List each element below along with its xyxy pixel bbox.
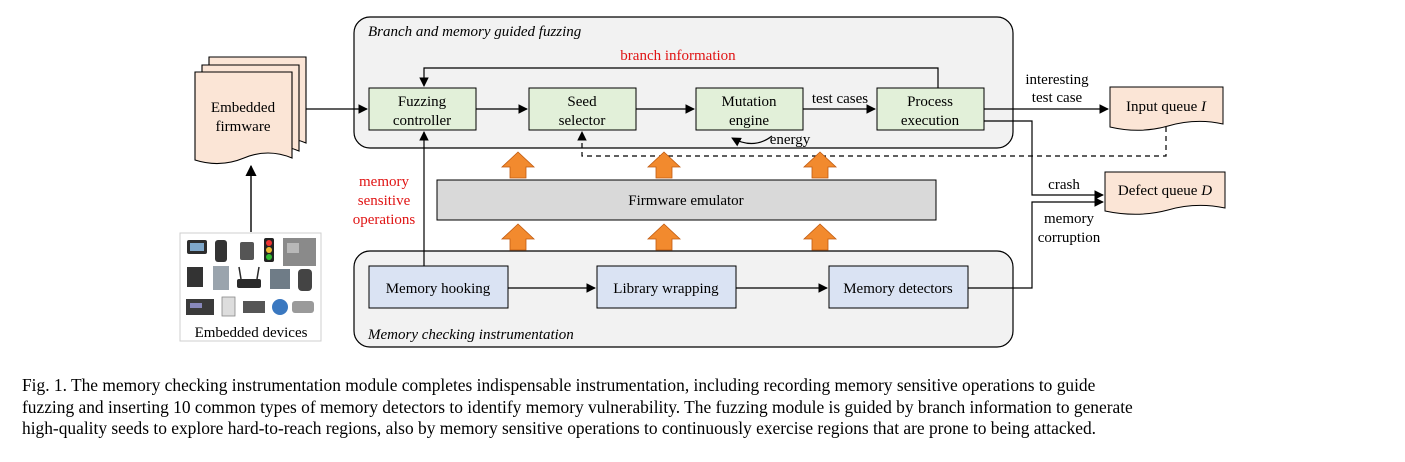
input-queue-feedback-arrow — [577, 127, 1167, 157]
fuzzing-group-title: Branch and memory guided fuzzing — [368, 24, 582, 40]
device-phone-icon — [240, 242, 254, 260]
device-ball-icon — [272, 299, 288, 315]
defect-queue-label: Defect queue D — [1118, 183, 1212, 199]
library-wrapping-label: Library wrapping — [613, 281, 719, 297]
mem-ops-line2: sensitive — [358, 193, 411, 209]
mutation-engine-line1: Mutation — [722, 94, 777, 110]
orange-arrow-top-1 — [500, 151, 536, 179]
firmware-emulator-box — [436, 179, 937, 221]
defect-queue-doc — [1104, 171, 1226, 215]
orange-arrow-bottom-2 — [646, 223, 682, 251]
memory-hooking-box — [368, 265, 509, 309]
device-cabinet-icon — [213, 266, 229, 290]
memory-corruption-line1: memory — [1044, 211, 1094, 227]
device-router-icon — [237, 279, 261, 288]
library-wrapping-box — [596, 265, 737, 309]
firmware-label-line2: firmware — [216, 119, 271, 135]
fuzzing-controller-line1: Fuzzing — [398, 94, 447, 110]
orange-arrows — [500, 151, 838, 251]
orange-arrow-bottom-3 — [802, 223, 838, 251]
embedded-devices-image: Embedded devices — [179, 232, 322, 342]
test-cases-label: test cases — [812, 91, 868, 107]
memory-corruption-arrow — [968, 197, 1104, 289]
device-watch-icon — [215, 240, 227, 262]
device-vehicle-icon — [292, 301, 314, 313]
process-execution-line2: execution — [901, 113, 960, 129]
crash-label: crash — [1048, 177, 1080, 193]
firmware-emulator-label: Firmware emulator — [628, 193, 743, 209]
device-keypad-icon — [187, 267, 203, 287]
fuzzing-controller-box — [368, 87, 477, 131]
figure-caption: Fig. 1. The memory checking instrumentat… — [22, 375, 1387, 440]
energy-label: energy — [770, 132, 811, 148]
mem-ops-line3: operations — [353, 212, 416, 228]
caption-line-2: fuzzing and inserting 10 common types of… — [22, 396, 1133, 417]
interesting-label-line1: interesting — [1025, 72, 1089, 88]
memory-hooking-label: Memory hooking — [386, 281, 491, 297]
device-machine-icon — [270, 269, 290, 289]
instrumentation-group-title: Memory checking instrumentation — [367, 327, 574, 343]
seed-selector-line1: Seed — [567, 94, 597, 110]
branch-information-arrow — [419, 67, 939, 88]
orange-arrow-bottom-1 — [500, 223, 536, 251]
embedded-devices-label: Embedded devices — [195, 325, 308, 341]
orange-arrow-top-3 — [802, 151, 838, 179]
energy-loop-arrow — [731, 135, 773, 147]
firmware-label-line1: Embedded — [211, 100, 276, 116]
device-scanner-icon — [221, 296, 236, 317]
process-execution-line1: Process — [907, 94, 953, 110]
interesting-label-line2: test case — [1032, 90, 1083, 106]
caption-line-3: high-quality seeds to explore hard-to-re… — [22, 418, 1097, 438]
device-dvr-icon — [243, 301, 265, 313]
mem-ops-line1: memory — [359, 174, 409, 190]
embedded-firmware-doc: Embedded firmware — [194, 56, 307, 165]
memory-corruption-line2: corruption — [1038, 230, 1101, 246]
seed-selector-line2: selector — [559, 113, 606, 129]
seed-selector-box — [528, 87, 637, 131]
mutation-engine-line2: engine — [729, 113, 769, 129]
crash-arrow — [984, 120, 1104, 200]
fuzzing-group — [353, 16, 1014, 149]
orange-arrow-top-2 — [646, 151, 682, 179]
input-queue-doc — [1109, 86, 1224, 131]
memory-detectors-label: Memory detectors — [843, 281, 953, 297]
input-queue-label: Input queue I — [1126, 99, 1207, 115]
device-robot-icon — [298, 269, 312, 291]
caption-line-1: Fig. 1. The memory checking instrumentat… — [22, 375, 1096, 395]
memory-detectors-box — [828, 265, 969, 309]
branch-information-label: branch information — [620, 48, 736, 64]
fuzzing-controller-line2: controller — [393, 113, 451, 129]
